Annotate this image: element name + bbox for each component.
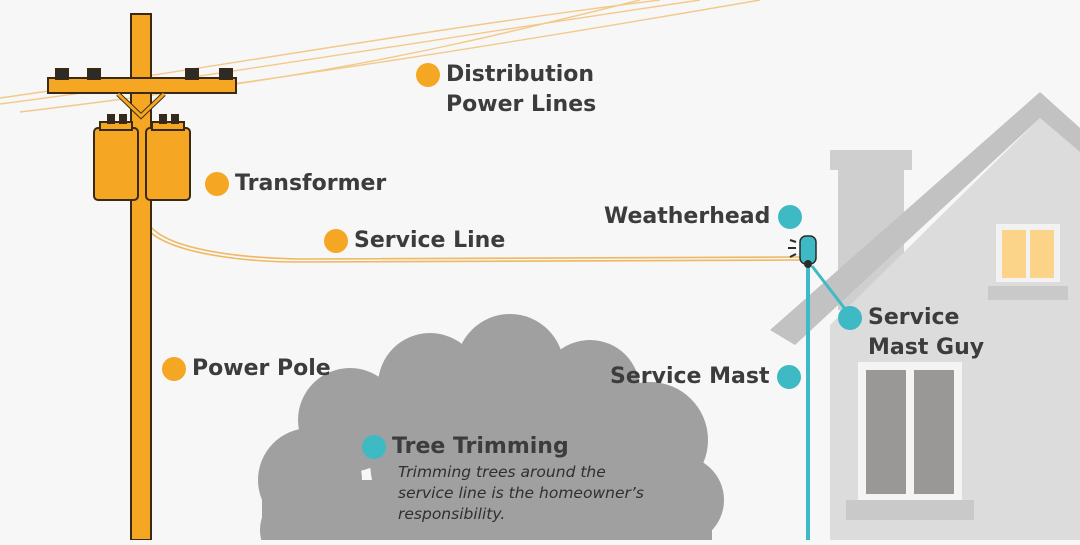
label-transformer: Transformer (205, 169, 386, 199)
marker-dot-teal (777, 365, 802, 389)
tree-trimming-description: Trimming trees around the service line i… (398, 462, 668, 525)
service-line-label: Service Line (354, 228, 506, 253)
insulator (55, 68, 69, 80)
distribution-power-lines (0, 0, 761, 113)
tree-trimming-description-line: Trimming trees around the (398, 463, 606, 481)
pole-crossarm (47, 77, 237, 94)
lower-window-sill (846, 500, 974, 520)
marker-dot-orange (205, 172, 229, 196)
upper-window-pane-right (1030, 230, 1054, 278)
roof-edge (770, 92, 1080, 345)
insulator (87, 68, 101, 80)
insulator (185, 68, 199, 80)
lower-window-pane-right (914, 370, 954, 494)
transformer-can-left (93, 127, 139, 201)
label-tree-trimming: Tree Trimming (362, 432, 569, 462)
service-mast-guy-label-line-1: Service (868, 305, 960, 330)
weatherhead-fixture (788, 235, 817, 268)
power-pole (47, 13, 237, 541)
label-service-mast: Service Mast (610, 362, 802, 392)
service-line-wires (149, 225, 801, 263)
label-service-line: Service Line (324, 226, 505, 256)
lower-window-pane-left (866, 370, 906, 494)
transformer-label: Transformer (235, 171, 387, 196)
service-mast-guy-label-line-2: Mast Guy (868, 335, 985, 360)
transformer-can-right (145, 127, 191, 201)
label-power-pole: Power Pole (162, 354, 331, 384)
marker-dot-teal (778, 205, 803, 229)
tree-trimming-description-line: responsibility. (398, 505, 506, 523)
marker-dot-orange (162, 357, 186, 381)
upper-window-sill (988, 286, 1068, 300)
insulator (219, 68, 233, 80)
tree-trimming-description-line: service line is the homeowner’s (398, 484, 644, 502)
weatherhead-label: Weatherhead (604, 204, 771, 229)
distribution-label-line-2: Power Lines (446, 92, 597, 117)
label-service-mast-guy: Service Mast Guy (838, 303, 984, 363)
marker-dot-orange (324, 229, 348, 253)
tree-bush (258, 314, 724, 545)
chimney-cap (830, 150, 912, 170)
house (770, 92, 1080, 540)
marker-dot-teal (838, 306, 862, 330)
marker-dot-teal (362, 435, 386, 459)
label-weatherhead: Weatherhead (604, 202, 803, 232)
upper-window-pane-left (1002, 230, 1026, 278)
power-pole-label: Power Pole (192, 356, 331, 381)
service-mast-label: Service Mast (610, 364, 770, 389)
tree-trimming-label: Tree Trimming (392, 434, 569, 459)
marker-dot-orange (416, 63, 440, 87)
distribution-label-line-1: Distribution (446, 62, 595, 87)
label-distribution-power-lines: Distribution Power Lines (416, 60, 596, 120)
